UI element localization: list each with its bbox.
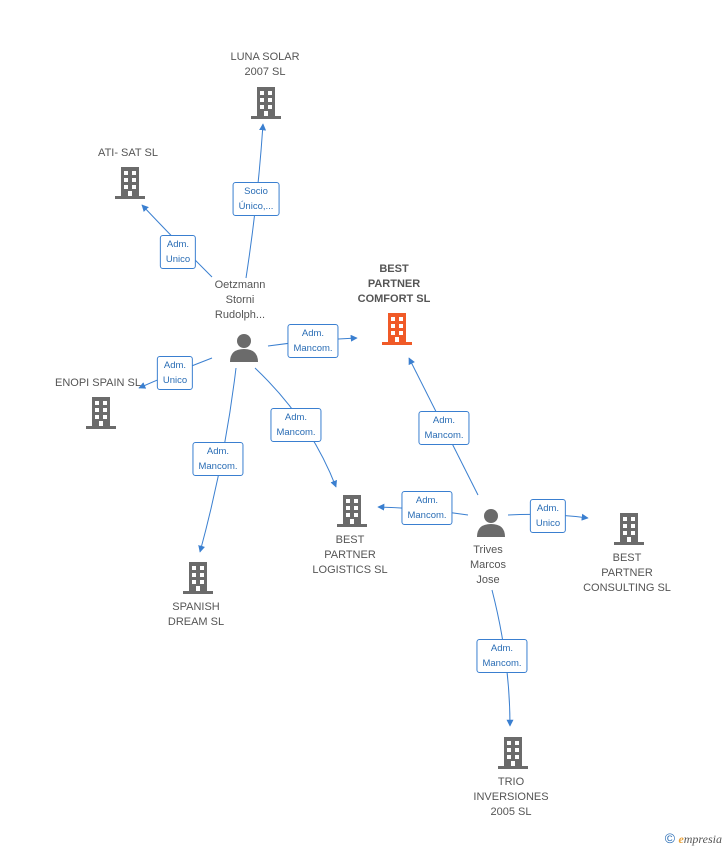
node-label-best-partner-logistics[interactable]: BEST PARTNER LOGISTICS SL	[312, 534, 388, 576]
building-icon[interactable]	[250, 86, 282, 120]
node-label-trio-inversiones[interactable]: TRIO INVERSIONES 2005 SL	[473, 776, 549, 818]
brand-logo: empresia	[678, 832, 722, 846]
building-icon[interactable]	[114, 166, 146, 200]
building-icon[interactable]	[85, 396, 117, 430]
node-label-ati-sat[interactable]: ATI- SAT SL	[98, 147, 158, 159]
edge-label-logistics-oetz[interactable]: Adm. Mancom.	[270, 408, 322, 442]
edge-label-logistics-trives[interactable]: Adm. Mancom.	[401, 491, 453, 525]
edge-label-consulting[interactable]: Adm. Unico	[529, 499, 567, 533]
node-label-oetzmann[interactable]: Oetzmann Storni Rudolph...	[214, 279, 266, 321]
node-label-spanish-dream[interactable]: SPANISH DREAM SL	[167, 601, 225, 628]
building-icon[interactable]	[381, 312, 413, 346]
node-label-best-partner-consulting[interactable]: BEST PARTNER CONSULTING SL	[583, 552, 671, 594]
building-icon[interactable]	[497, 736, 529, 770]
building-icon[interactable]	[613, 512, 645, 546]
brand-name: mpresia	[683, 832, 722, 846]
edge-label-comfort-oetz[interactable]: Adm. Mancom.	[287, 324, 339, 358]
building-icon[interactable]	[182, 561, 214, 595]
copyright-icon: ©	[664, 830, 676, 846]
brand-initial: e	[678, 832, 684, 846]
edge-label-trio[interactable]: Adm. Mancom.	[476, 639, 528, 673]
edge-label-spanish-dream[interactable]: Adm. Mancom.	[192, 442, 244, 476]
node-label-enopi-spain[interactable]: ENOPI SPAIN SL	[55, 377, 141, 389]
edge-label-comfort-trives[interactable]: Adm. Mancom.	[418, 411, 470, 445]
building-icon[interactable]	[336, 494, 368, 528]
footer-brand: © empresia	[665, 830, 722, 847]
person-icon[interactable]	[476, 507, 506, 537]
node-label-best-partner-comfort[interactable]: BEST PARTNER COMFORT SL	[357, 263, 431, 305]
node-label-trives[interactable]: Trives Marcos Jose	[469, 544, 507, 586]
edge-label-enopi[interactable]: Adm. Unico	[156, 356, 194, 390]
person-icon[interactable]	[229, 332, 259, 362]
node-label-luna-solar[interactable]: LUNA SOLAR 2007 SL	[230, 51, 300, 78]
edge-label-luna-solar[interactable]: Socio Único,...	[232, 182, 280, 216]
edge-label-ati-sat[interactable]: Adm. Unico	[159, 235, 197, 269]
